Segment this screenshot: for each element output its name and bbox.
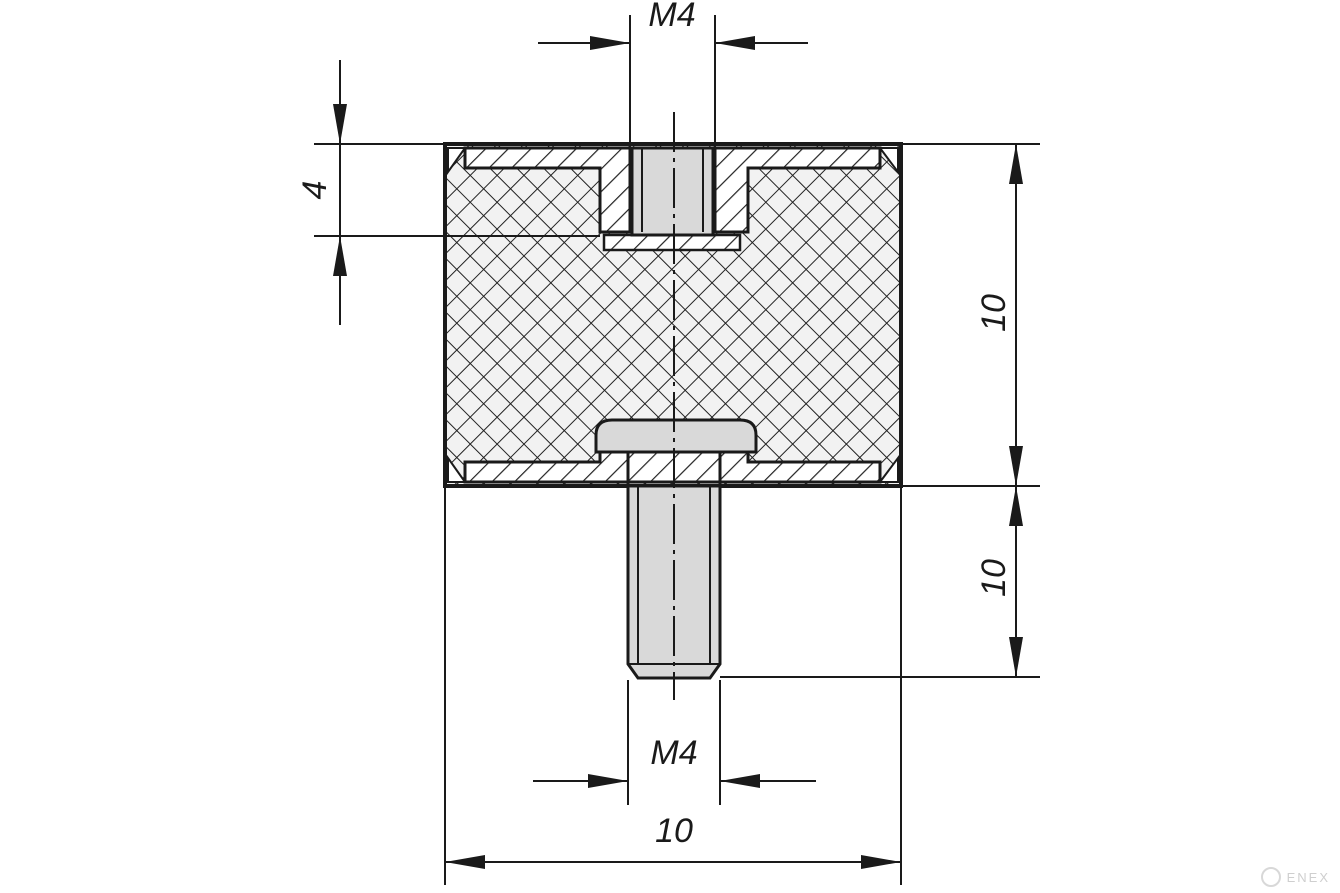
- dim-stud-length-label: 10: [975, 559, 1013, 597]
- top-threaded-insert: [630, 146, 715, 237]
- dim-body-width-label: 10: [655, 812, 693, 850]
- bolt-head: [594, 418, 758, 454]
- dim-body-height-label: 10: [975, 294, 1013, 332]
- bottom-plate: [447, 450, 899, 484]
- dimension-lines: [333, 35, 1023, 869]
- top-plate: [447, 146, 899, 252]
- dim-top-thread-label: M4: [648, 0, 695, 34]
- enex-logo-icon: [1260, 867, 1281, 887]
- watermark: ENEX: [1260, 867, 1330, 887]
- watermark-text: ENEX: [1286, 869, 1330, 885]
- dim-bottom-thread-label: M4: [650, 734, 697, 772]
- dim-insert-depth-label: 4: [296, 181, 334, 200]
